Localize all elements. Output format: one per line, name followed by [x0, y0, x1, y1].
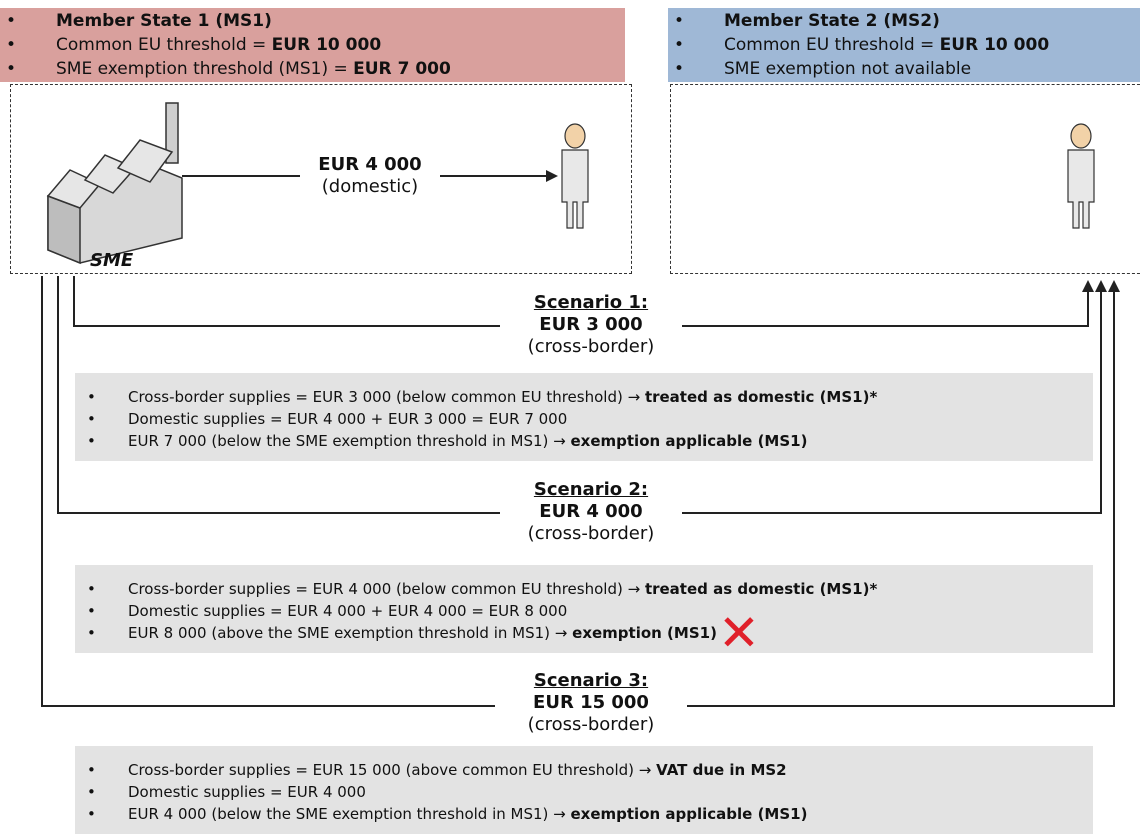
scenario-2-panel: Cross-border supplies = EUR 4 000 (below…	[75, 565, 1093, 653]
ms1-title: Member State 1 (MS1)	[0, 9, 625, 33]
ms1-header: Member State 1 (MS1) Common EU threshold…	[0, 8, 625, 82]
scenario-3-panel: Cross-border supplies = EUR 15 000 (abov…	[75, 746, 1093, 834]
customer-ms2-icon	[1067, 123, 1095, 229]
ms2-box	[670, 84, 1140, 274]
ms2-title: Member State 2 (MS2)	[668, 9, 1140, 33]
list-item: Cross-border supplies = EUR 15 000 (abov…	[75, 759, 1093, 781]
scenario-2-label: Scenario 2: EUR 4 000 (cross-border)	[500, 479, 682, 545]
list-item: Domestic supplies = EUR 4 000 + EUR 4 00…	[75, 600, 1093, 622]
list-item: Domestic supplies = EUR 4 000	[75, 781, 1093, 803]
scenario-1-label: Scenario 1: EUR 3 000 (cross-border)	[500, 292, 682, 358]
scenario-1-panel: Cross-border supplies = EUR 3 000 (below…	[75, 373, 1093, 461]
factory-icon	[46, 102, 183, 265]
domestic-label: EUR 4 000 (domestic)	[300, 154, 440, 198]
ms1-eu-threshold: Common EU threshold = EUR 10 000	[0, 33, 625, 57]
list-item: EUR 8 000 (above the SME exemption thres…	[75, 622, 1093, 644]
ms1-sme-threshold: SME exemption threshold (MS1) = EUR 7 00…	[0, 57, 625, 81]
list-item: Cross-border supplies = EUR 3 000 (below…	[75, 386, 1093, 408]
list-item: EUR 7 000 (below the SME exemption thres…	[75, 430, 1093, 452]
ms2-header: Member State 2 (MS2) Common EU threshold…	[668, 8, 1140, 82]
scenario-3-label: Scenario 3: EUR 15 000 (cross-border)	[495, 670, 687, 736]
list-item: Cross-border supplies = EUR 4 000 (below…	[75, 578, 1093, 600]
list-item: Domestic supplies = EUR 4 000 + EUR 3 00…	[75, 408, 1093, 430]
list-item: EUR 4 000 (below the SME exemption thres…	[75, 803, 1093, 825]
ms1-box	[10, 84, 632, 274]
customer-ms1-icon	[561, 123, 589, 229]
ms2-sme-note: SME exemption not available	[668, 57, 1140, 81]
sme-label: SME	[90, 250, 134, 271]
ms2-eu-threshold: Common EU threshold = EUR 10 000	[668, 33, 1140, 57]
cross-icon: ✕	[718, 604, 760, 662]
